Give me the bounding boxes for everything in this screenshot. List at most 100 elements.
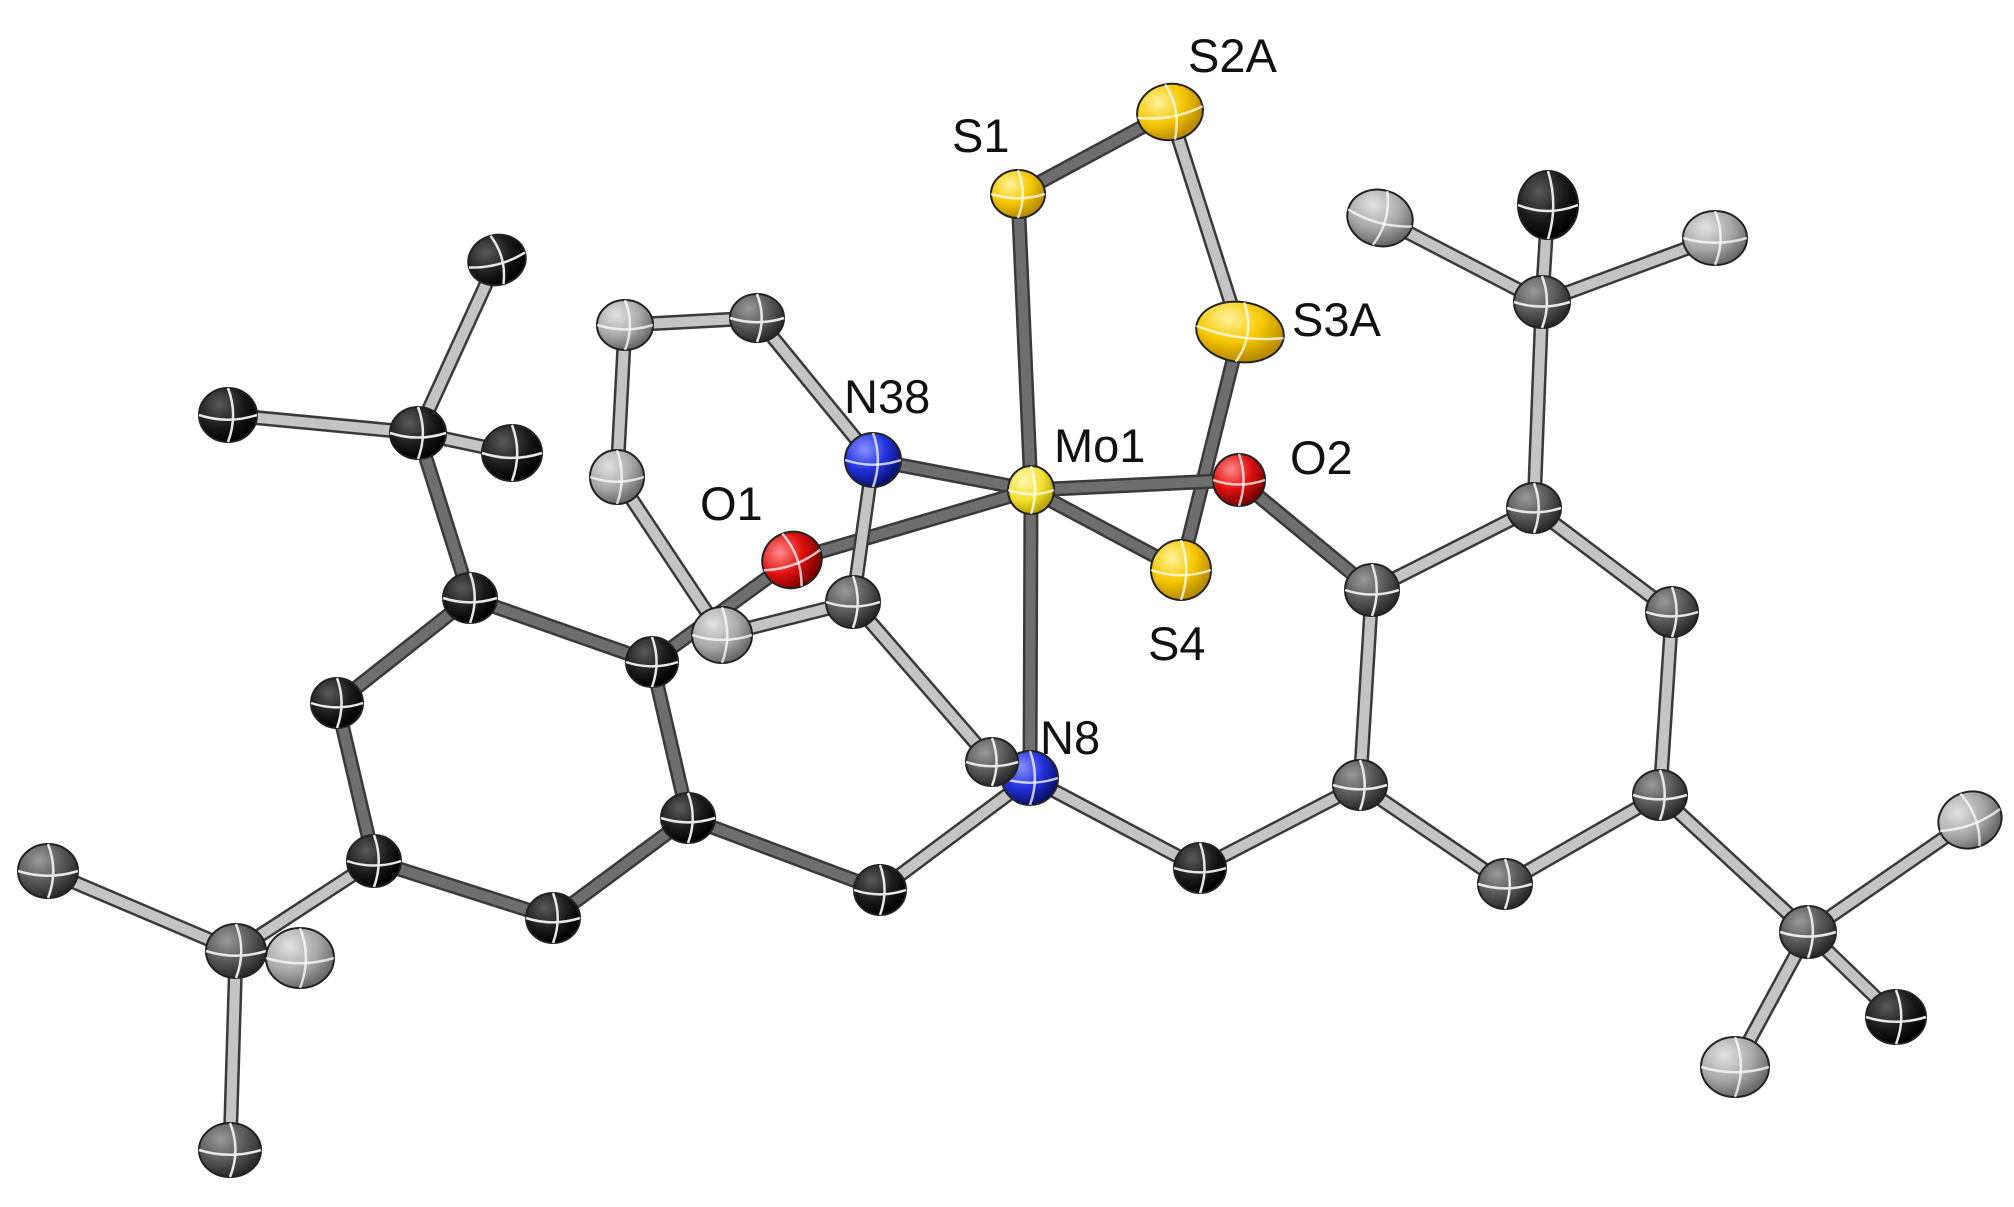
bond-R4-Rq2 [1655, 790, 1813, 937]
label-O2: O2 [1290, 431, 1353, 484]
atom-Rq1-axis-h [1513, 300, 1571, 308]
atom-Rm4 [1937, 790, 2003, 850]
label-Mo1: Mo1 [1054, 419, 1145, 472]
atom-S4-axis-v [1179, 539, 1188, 601]
atom-L3-ellipsoid [310, 677, 364, 729]
atom-L6-axis-h [660, 816, 716, 824]
atom-Lm2-axis-h [198, 413, 258, 421]
atom-S3A-axis-v [1234, 301, 1250, 363]
atom-Ca6 [965, 737, 1019, 787]
atom-Rm1-axis-h [1347, 208, 1412, 228]
atom-L3-axis-h [310, 701, 364, 709]
atom-R2-axis-v [1532, 482, 1540, 534]
bond-Mo1-O2 [1026, 475, 1244, 495]
atom-RCH2-axis-v [1198, 842, 1206, 894]
atom-Rq2-axis-h [1779, 930, 1837, 938]
atom-R5-ellipsoid [1477, 858, 1533, 910]
bond-R2-Rq1 [1529, 297, 1547, 513]
atom-RCH2-axis-h [1173, 866, 1227, 874]
atom-LCH2-axis-v [878, 864, 886, 916]
atom-O1-axis-v [781, 532, 803, 587]
atom-R3-axis-v [1670, 586, 1678, 638]
atom-S2A-ellipsoid [1136, 82, 1204, 142]
atom-Rm3-axis-v [1713, 210, 1722, 266]
bond-Mo1-S1 [1013, 189, 1036, 495]
atom-R6 [1332, 759, 1388, 811]
atom-L4 [346, 834, 402, 888]
atom-O1 [761, 530, 823, 590]
atom-Lm2-axis-v [226, 387, 235, 443]
atom-Rm2-axis-v [1546, 170, 1555, 240]
atom-L2-axis-v [468, 572, 476, 624]
bond-S2A-S3A [1165, 107, 1245, 337]
atom-R4 [1632, 769, 1688, 821]
atom-Ca4-axis-v [720, 606, 729, 664]
atom-Rm3 [1682, 210, 1748, 266]
atom-Rm4-axis-v [1959, 792, 1981, 847]
atom-R1-ellipsoid [1344, 563, 1400, 617]
atom-O2-axis-h [1212, 478, 1266, 486]
atom-Lm3-axis-v [510, 424, 519, 482]
atom-S4 [1150, 539, 1212, 601]
atom-Lq2 [205, 923, 267, 979]
atom-N38-axis-h [844, 458, 902, 466]
atom-Lm6-axis-h [198, 1148, 262, 1156]
atom-Lq1-axis-v [416, 406, 425, 460]
atom-Lm3-axis-h [481, 451, 543, 460]
atom-R6-axis-h [1332, 783, 1388, 791]
atom-L3 [310, 677, 364, 729]
label-N38: N38 [844, 370, 930, 423]
atom-Lq2-ellipsoid [205, 923, 267, 979]
atom-R4-axis-h [1632, 793, 1688, 801]
atom-Rm6-axis-v [1733, 1036, 1743, 1098]
atom-S2A [1136, 82, 1204, 142]
atom-Ca3-axis-h [589, 475, 645, 483]
atom-Ca5 [825, 575, 881, 629]
atom-Ca4-ellipsoid [691, 606, 753, 664]
bond-Lq2-Lm4 [43, 866, 241, 956]
atoms-layer [17, 82, 2003, 1178]
atom-Lm6-axis-v [228, 1122, 237, 1178]
atom-Lm5-axis-v [298, 927, 308, 989]
atom-L6-ellipsoid [660, 792, 716, 844]
atom-Lm4-ellipsoid [17, 843, 79, 899]
atom-R5 [1477, 858, 1533, 910]
atom-O2-axis-v [1237, 453, 1245, 507]
atom-R1-axis-h [1344, 588, 1400, 596]
atom-L5-axis-v [551, 892, 559, 944]
atom-Rm3-axis-h [1682, 236, 1748, 244]
atom-L6-axis-v [686, 792, 694, 844]
atom-S1-axis-v [1016, 169, 1024, 219]
atom-Ca2-axis-h [729, 316, 785, 324]
atom-Rm5-axis-h [1865, 1015, 1927, 1023]
atom-L5 [525, 892, 581, 944]
atom-Rm2 [1517, 170, 1579, 240]
atom-Ca1-axis-v [623, 299, 632, 351]
label-S3A: S3A [1292, 293, 1381, 346]
atom-LCH2 [853, 864, 907, 916]
atom-S3A-axis-h [1195, 324, 1284, 341]
atom-Rq2-ellipsoid [1779, 905, 1837, 959]
atom-Mo1-ellipsoid [1007, 465, 1055, 515]
bond-Lq1-Lm2 [223, 410, 423, 438]
atom-Rm5 [1865, 989, 1927, 1045]
atom-Lm2 [198, 387, 258, 443]
atom-N38 [844, 432, 902, 488]
atom-Rq2-axis-v [1806, 905, 1815, 959]
atom-S3A [1195, 300, 1285, 364]
atom-Ca4 [691, 606, 753, 664]
atom-R2-ellipsoid [1506, 482, 1562, 534]
atom-L2-axis-h [442, 596, 498, 604]
atom-Lq1 [389, 406, 447, 460]
label-S1: S1 [952, 109, 1010, 162]
label-S4: S4 [1148, 617, 1206, 670]
atom-Rq1-ellipsoid [1513, 275, 1571, 329]
atom-Lm1-axis-v [489, 235, 506, 285]
labels-layer: S2A S1 S3A N38 Mo1 O2 O1 S4 N8 [700, 29, 1381, 764]
bond-LCH2-N8 [875, 773, 1035, 895]
atom-L5-axis-h [525, 916, 581, 924]
atom-Lm1-axis-h [468, 251, 526, 269]
atom-Rm2-ellipsoid [1517, 170, 1579, 240]
